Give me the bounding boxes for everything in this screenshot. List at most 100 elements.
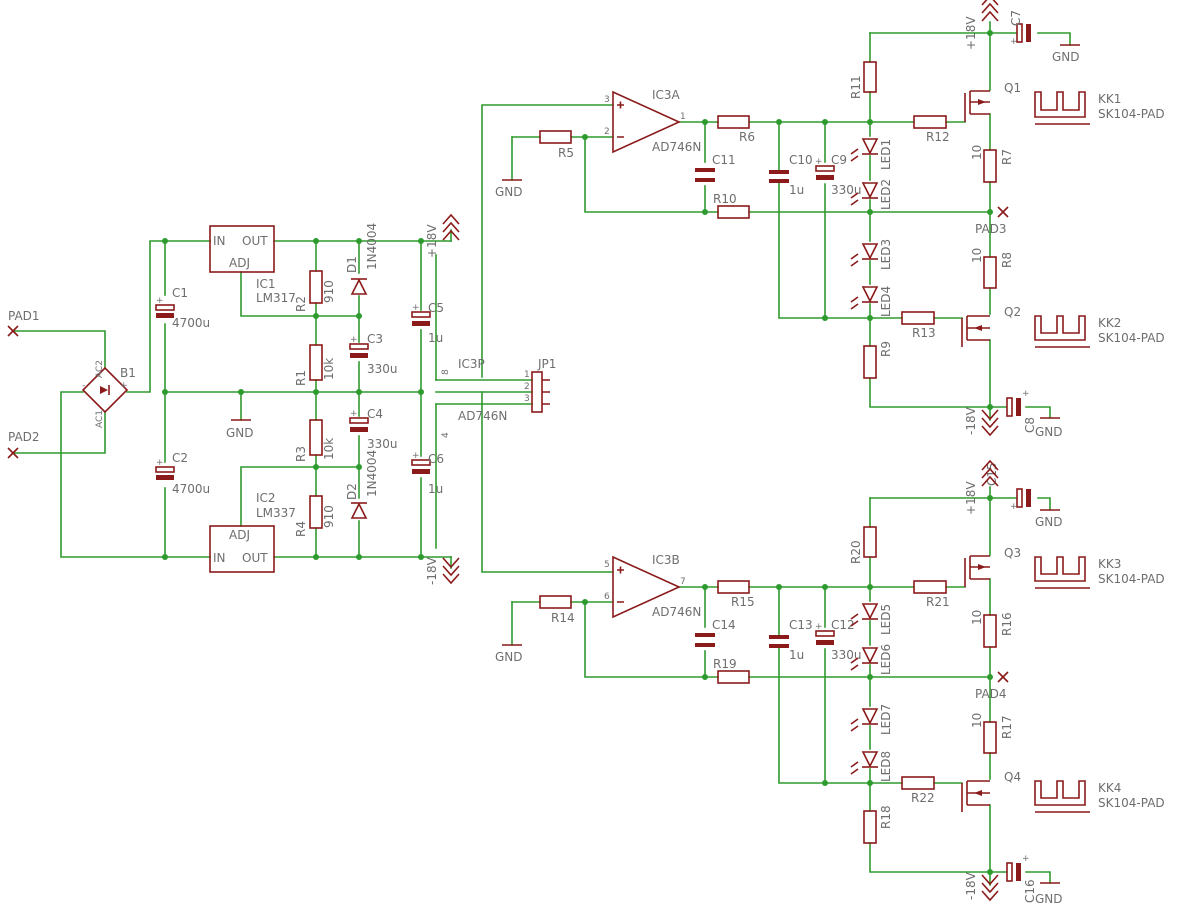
ic1-in: IN: [213, 234, 226, 248]
b1-minus: -: [82, 381, 85, 391]
ic2-value: LM337: [256, 506, 296, 520]
resistors-channel-a: [539, 61, 997, 379]
r1-value: 10k: [322, 358, 336, 380]
svg-text:+: +: [350, 335, 358, 345]
r6-label: R6: [739, 130, 755, 144]
capacitor-c5: +: [411, 303, 431, 326]
regulator-ic2: [209, 525, 275, 573]
pad-markers: [7, 206, 1009, 683]
led1-label: LED1: [879, 139, 893, 170]
led6-label: LED6: [879, 644, 893, 675]
svg-text:+: +: [156, 458, 164, 468]
kk1-label: KK1: [1098, 92, 1121, 106]
led5-label: LED5: [879, 604, 893, 635]
c2-label: C2: [172, 451, 188, 465]
r16-value: 10: [970, 610, 984, 625]
c1-label: C1: [172, 286, 188, 300]
c3-label: C3: [367, 332, 383, 346]
c4-value: 330u: [367, 437, 398, 451]
minus18-label-b: -18V: [964, 871, 978, 900]
ic1-out: OUT: [242, 234, 268, 248]
c9-label: C9: [831, 153, 847, 167]
ic3p-value: AD746N: [458, 409, 507, 423]
c16-label: C16: [1023, 879, 1037, 903]
q4-label: Q4: [1004, 770, 1021, 784]
pad3-label: PAD3: [975, 222, 1007, 236]
d2-value: 1N4004: [365, 450, 379, 497]
c9-value: 330u: [831, 183, 862, 197]
r20-label: R20: [849, 540, 863, 564]
junctions: [162, 30, 993, 875]
r18-label: R18: [879, 805, 893, 829]
ic3a-label: IC3A: [652, 88, 681, 102]
minus18-label-psu: -18V: [425, 556, 439, 585]
minus18-arrow-psu: [442, 557, 460, 585]
r16-label: R16: [1000, 612, 1014, 636]
ic3p-pin8: 8: [441, 369, 451, 375]
capacitor-c2: +: [155, 458, 175, 480]
r7-label: R7: [1000, 149, 1014, 165]
ic3a-value: AD746N: [652, 140, 701, 154]
ic2-label: IC2: [256, 491, 276, 505]
r21-label: R21: [926, 595, 950, 609]
q3-label: Q3: [1004, 546, 1021, 560]
kk3-label: KK3: [1098, 557, 1121, 571]
jp1-pin2: 2: [524, 382, 530, 392]
ic3b-label: IC3B: [652, 553, 680, 567]
ic3b-pin5: 5: [604, 560, 610, 570]
ac2-label: AC2: [95, 360, 105, 378]
resistors-channel-b: [539, 526, 997, 844]
ic1-label: IC1: [256, 277, 276, 291]
led2-label: LED2: [879, 179, 893, 210]
c6-label: C6: [428, 452, 444, 466]
plus18-label-b: +18V: [964, 481, 978, 515]
gnd-label-c16: GND: [1035, 892, 1063, 906]
r13-label: R13: [912, 326, 936, 340]
capacitor-c4: +: [349, 409, 369, 432]
ic3p-label: IC3P: [458, 357, 485, 371]
r4-label: R4: [294, 521, 308, 537]
kk2-label: KK2: [1098, 316, 1121, 330]
svg-text:+: +: [350, 409, 358, 419]
c14-label: C14: [712, 618, 736, 632]
r8-value: 10: [970, 248, 984, 263]
d1-value: 1N4004: [365, 223, 379, 270]
led4-label: LED4: [879, 286, 893, 317]
c2-value: 4700u: [172, 482, 210, 496]
d1-label: D1: [345, 256, 359, 273]
gnd-label-a-in: GND: [495, 185, 523, 199]
c13-value: 1u: [789, 648, 804, 662]
ic2-in: IN: [213, 551, 226, 565]
r9-label: R9: [879, 341, 893, 357]
c6-value: 1u: [428, 482, 443, 496]
led3-label: LED3: [879, 239, 893, 270]
jumper-jp1: [531, 371, 550, 413]
c1-value: 4700u: [172, 316, 210, 330]
q1-label: Q1: [1004, 81, 1021, 95]
c8-label: C8: [1023, 417, 1037, 433]
resistors-psu: [309, 270, 323, 529]
diode-d1: [350, 278, 368, 295]
jp1-pin1: 1: [524, 370, 530, 380]
r2-label: R2: [294, 296, 308, 312]
capacitors-channel-b: + + +: [695, 488, 1031, 882]
c12-label: C12: [831, 618, 855, 632]
opamp-ic3a: [612, 90, 681, 154]
plus18-label-a: +18V: [964, 16, 978, 50]
bridge-rectifier-b1: [81, 366, 129, 414]
r15-label: R15: [731, 595, 755, 609]
r5-label: R5: [558, 146, 574, 160]
svg-text:+: +: [1010, 37, 1018, 47]
plus18-label-psu: +18V: [425, 224, 439, 258]
r1-label: R1: [294, 370, 308, 386]
jp1-pin3: 3: [524, 394, 530, 404]
mosfets: [961, 90, 990, 812]
ic1-adj: ADJ: [229, 256, 250, 270]
ic1-value: LM317: [256, 291, 296, 305]
r22-label: R22: [911, 791, 935, 805]
capacitor-c1: +: [155, 296, 175, 318]
gnd-label-c15: GND: [1035, 515, 1063, 529]
kk3-value: SK104-PAD: [1098, 572, 1165, 586]
diode-d2: [350, 502, 368, 519]
